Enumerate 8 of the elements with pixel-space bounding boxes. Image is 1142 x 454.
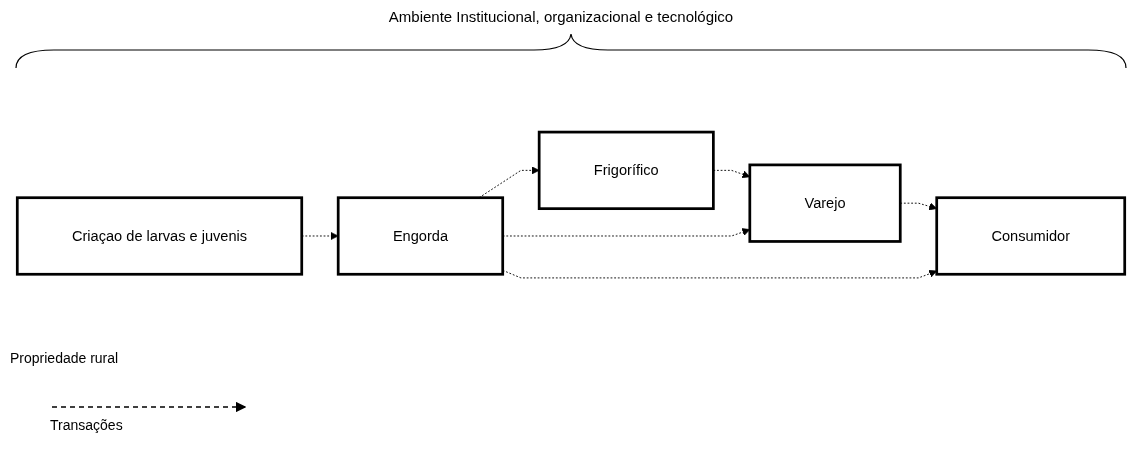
note-text: Propriedade rural xyxy=(10,350,119,366)
legend-text: Transações xyxy=(50,417,124,433)
node-box: Frigorífico xyxy=(537,130,715,210)
node-box: Engorda xyxy=(336,196,505,276)
node-box: Criaçao de larvas e juvenis xyxy=(15,196,304,276)
node-box: Consumidor xyxy=(935,196,1127,276)
brace-caption: Ambiente Institucional, organizacional e tecnológico xyxy=(388,8,734,25)
node-box: Varejo xyxy=(748,163,902,243)
